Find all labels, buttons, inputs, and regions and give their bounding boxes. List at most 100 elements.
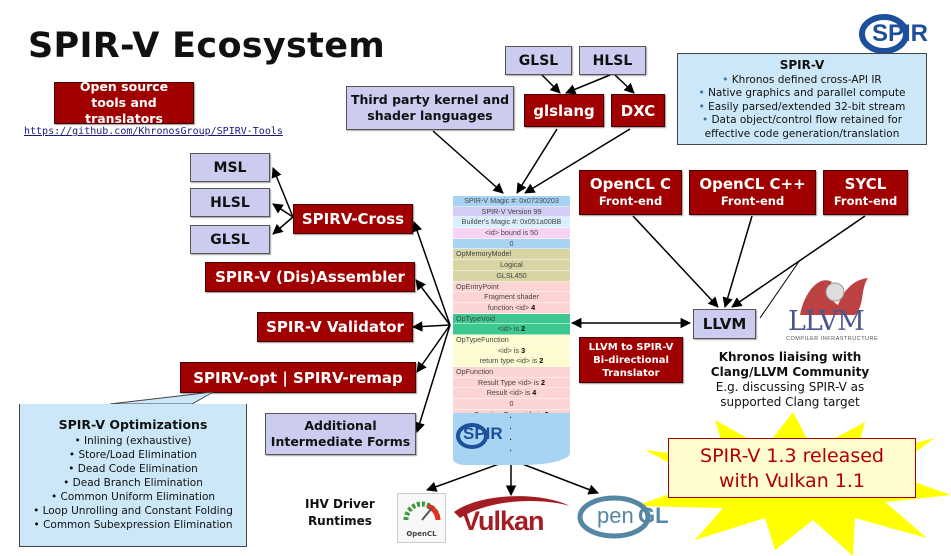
spirv-validator-label: SPIR-V Validator [266,318,404,336]
arrow-dxc-to-spirv [524,128,631,194]
khronos-line2: Clang/LLVM Community [710,365,870,379]
binary-row-text: <id> is [497,345,522,355]
binary-row: OpTypeFunction [453,334,570,346]
binary-row: Fragment shader [453,292,570,303]
binary-row-value: 4 [531,302,536,312]
hlsl-source-label: HLSL [592,52,633,69]
spirv-binary-stack-footer: SPIR ···· [453,413,570,465]
release-line2: with Vulkan 1.1 [719,470,865,492]
binary-row-text: Builder's Magic #: 0x051a00BB [461,217,562,227]
khronos-line3: E.g. discussing SPIR-V as [715,380,865,394]
binary-row: OpTypeVoid [453,313,570,325]
vulkan-logo-text: Vulkan [462,506,545,536]
spirv-info-box: SPIR-V • Khronos defined cross-API IR • … [677,53,927,145]
arrow-thirdparty-to-spirv [432,130,504,194]
spirv-tools-link[interactable]: https://github.com/KhronosGroup/SPIRV-To… [24,126,283,137]
optimization-item: • Store/Load Elimination [68,449,198,461]
hlsl-target-label: HLSL [210,194,250,211]
glsl-target-label: GLSL [210,231,250,248]
opencl-gauge-icon [403,501,441,521]
binary-row-text: Result <id> is [486,388,533,398]
llvm-box: LLVM [693,309,756,339]
binary-row-text: SPIR-V Magic #: 0x07230203 [464,196,559,205]
binary-row-text: OpTypeFunction [456,334,509,344]
arrow-openclc-to-llvm [632,215,719,308]
spirv-assembler-box: SPIR-V (Dis)Assembler [205,262,415,292]
arrow-cross-to-glsl [272,216,294,235]
binary-row: Builder's Magic #: 0x051a00BB [453,217,570,229]
third-party-line1: Third party kernel and [350,92,510,107]
opencl-cpp-label: OpenCL C++ [699,174,806,193]
optimization-item: • Dead Branch Elimination [63,477,203,489]
opencl-logo-text: OpenCL [406,530,437,538]
sycl-sub: Front-end [833,193,898,208]
binary-row-value: 2 [541,377,545,387]
spirv-info-bullet: • Khronos defined cross-API IR [722,73,882,86]
llvm-dragon-icon [800,278,868,315]
additional-forms-line2: Intermediate Forms [270,434,411,449]
glsl-source-label: GLSL [518,52,559,69]
continuation-dots: ···· [509,413,513,457]
sycl-label: SYCL [844,174,887,193]
arrow-cross-to-hlsl [272,203,294,218]
optimization-item: • Loop Unrolling and Constant Folding [33,505,233,517]
llvm-logo-word: LLVM [788,306,865,337]
optimizations-heading: SPIR-V Optimizations [58,417,208,432]
binary-row: SPIR-V Version 99 [453,206,570,218]
arrow-spirv-to-opt [416,324,451,373]
msl-label: MSL [213,159,247,176]
open-source-line2: tools and translators [85,95,163,126]
arrow-glslang-to-spirv [516,128,558,194]
binary-row-text: Fragment shader [484,292,539,302]
binary-row: OpEntryPoint [453,281,570,293]
arrow-cross-to-msl [271,167,294,218]
arrow-hlsl-to-glslang [565,74,611,95]
opencl-c-sub: Front-end [598,193,663,208]
spir-swoosh-icon [859,14,909,54]
arrow-llvm-to-logo [759,259,801,319]
binary-row-value: 2 [521,324,526,334]
third-party-box: Third party kernel and shader languages [346,86,514,130]
khronos-line1: Khronos liaising with [718,350,862,364]
spirv-info-bullet: • Data object/control flow retained for … [701,114,903,140]
dxc-label: DXC [620,101,656,120]
binary-row-text: <id> is [497,324,522,334]
spirv-assembler-label: SPIR-V (Dis)Assembler [215,268,405,286]
binary-row: <id> is 3 [453,345,570,357]
glsl-target-box: GLSL [190,225,270,254]
glsl-source-box: GLSL [505,46,572,75]
spir-stack-logo-swoosh-icon [456,423,488,449]
page-title: SPIR-V Ecosystem [28,26,386,66]
binary-row-text: <id> bound is 50 [484,228,539,238]
binary-row-text: return type <id> is [479,356,540,366]
open-source-box: Open source tools and translators [54,79,194,126]
binary-row: SPIR-V Magic #: 0x07230203 [453,196,570,207]
binary-row: <id> is 2 [453,324,570,335]
khronos-line4: supported Clang target [720,395,860,409]
spirv-opt-label: SPIRV-opt | SPIRV-remap [193,368,403,387]
spirv-opt-box: SPIRV-opt | SPIRV-remap [180,362,416,393]
glslang-box: glslang [524,94,604,127]
llvm-label: LLVM [702,315,747,333]
binary-row: OpMemoryModel [453,249,570,261]
binary-row-text: GLSL450 [496,270,527,280]
binary-row: OpFunction [453,367,570,378]
binary-row-value: 2 [539,356,544,366]
binary-row: 0 [453,399,570,410]
translator-line1: LLVM to SPIR-V [588,341,674,353]
opencl-cpp-frontend-box: OpenCL C++ Front-end [689,170,816,215]
binary-row: 0 [453,238,570,250]
binary-row-text: Logical [500,260,523,270]
llvm-logo-tagline: COMPILER INFRASTRUCTURE [786,336,879,342]
sycl-frontend-box: SYCL Front-end [823,170,908,215]
binary-row: GLSL450 [453,270,570,282]
dxc-box: DXC [611,94,665,127]
spirv-info-bullet: • Easily parsed/extended 32-bit stream [698,100,906,113]
third-party-line2: shader languages [367,108,493,123]
llvm-logo: LLVM COMPILER INFRASTRUCTURE [780,270,885,345]
binary-row-text: OpMemoryModel [456,249,512,259]
msl-target-box: MSL [190,153,270,182]
binary-row: Logical [453,260,570,271]
